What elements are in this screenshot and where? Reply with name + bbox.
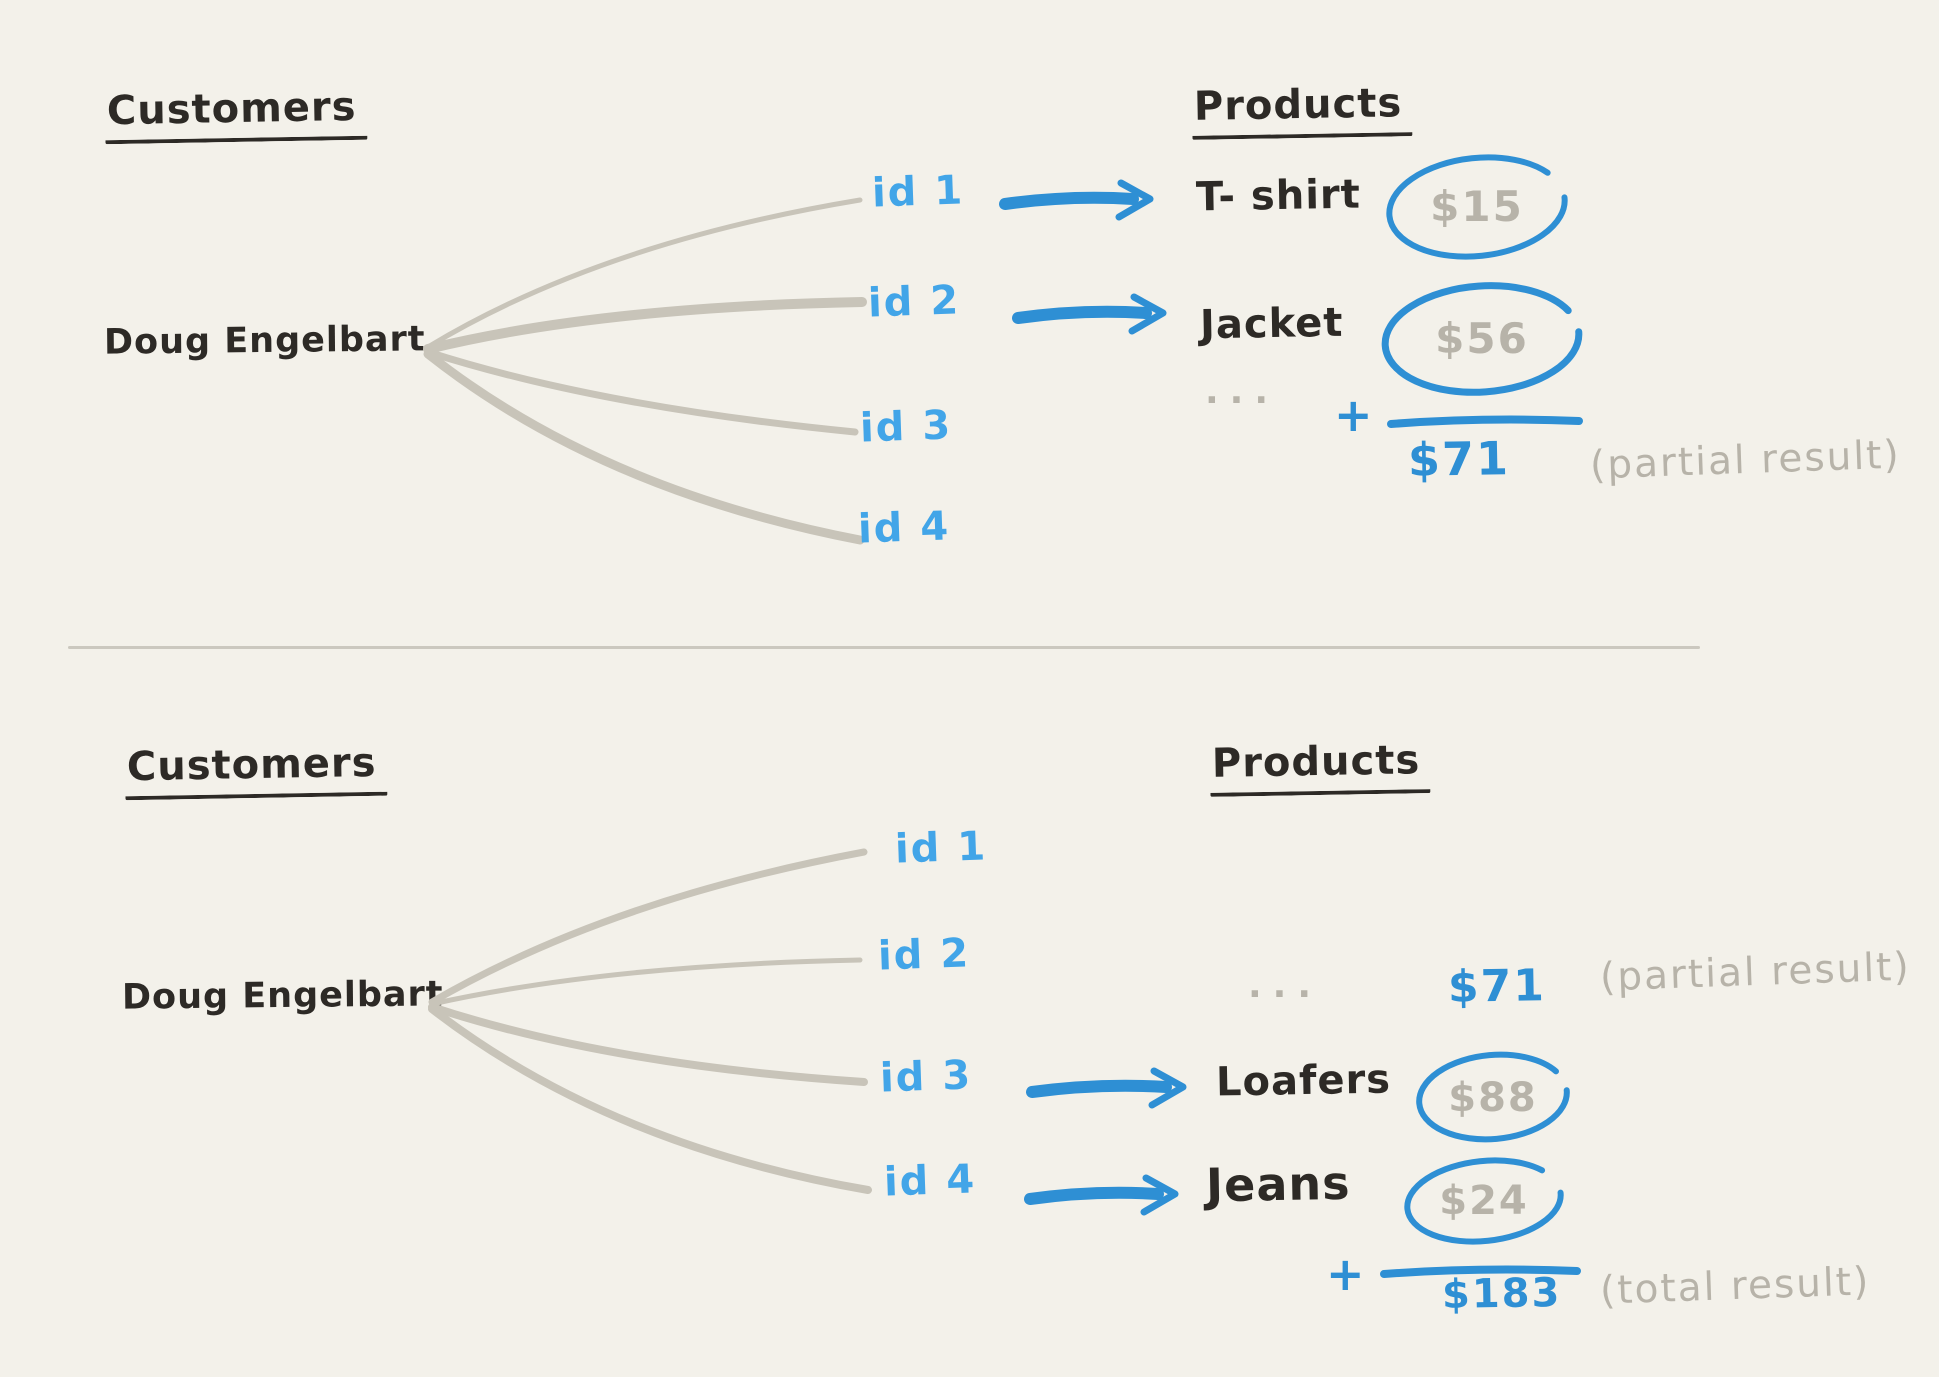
bottom-arrow-id4-icon	[1024, 1174, 1179, 1216]
bottom-product-jeans: Jeans	[1205, 1155, 1351, 1213]
top-products-heading: Products	[1191, 80, 1413, 140]
bottom-price-loafers: $88	[1448, 1074, 1538, 1121]
bottom-customer-name: Doug Engelbart	[121, 974, 444, 1018]
top-product-tshirt: T- shirt	[1195, 171, 1362, 221]
top-arrow-id1-icon	[999, 179, 1154, 221]
divider-line	[68, 646, 1700, 649]
top-sum-line-icon	[1387, 415, 1583, 428]
top-price-tshirt: $15	[1430, 181, 1524, 231]
bottom-ellipsis-dots: ...	[1248, 965, 1323, 1006]
top-ellipsis-dots: ...	[1205, 371, 1280, 412]
bottom-plus-sign: +	[1326, 1247, 1365, 1301]
bottom-sum-line-icon	[1380, 1265, 1581, 1278]
top-product-jacket: Jacket	[1199, 299, 1344, 349]
top-price-circle-tshirt: $15	[1382, 152, 1572, 262]
top-partial-result-note: (partial result)	[1589, 432, 1902, 489]
bottom-customers-heading: Customers	[124, 740, 388, 801]
top-fan-lines-icon	[423, 197, 867, 545]
bottom-id1-label: id 1	[894, 823, 988, 873]
top-id1-label: id 1	[871, 167, 965, 217]
top-customers-heading: Customers	[104, 84, 368, 145]
top-id4-label: id 4	[857, 503, 951, 553]
bottom-total-sum: $183	[1441, 1269, 1562, 1319]
top-partial-sum: $71	[1407, 431, 1511, 487]
bottom-product-loafers: Loafers	[1215, 1056, 1392, 1106]
bottom-arrow-id3-icon	[1026, 1067, 1187, 1109]
bottom-partial-result-note: (partial result)	[1599, 944, 1912, 1001]
top-id3-label: id 3	[859, 402, 953, 452]
top-id2-label: id 2	[867, 277, 961, 327]
top-plus-sign: +	[1334, 388, 1373, 442]
top-price-circle-jacket: $56	[1378, 282, 1586, 396]
top-price-jacket: $56	[1435, 313, 1529, 363]
bottom-id3-label: id 3	[879, 1052, 973, 1102]
bottom-total-result-note: (total result)	[1599, 1259, 1872, 1314]
bottom-products-heading: Products	[1209, 737, 1431, 797]
bottom-price-jeans: $24	[1439, 1178, 1529, 1224]
bottom-carry-sum: $71	[1447, 960, 1547, 1013]
bottom-id2-label: id 2	[877, 930, 971, 980]
bottom-id4-label: id 4	[883, 1156, 977, 1206]
bottom-price-circle-jeans: $24	[1400, 1156, 1568, 1246]
bottom-price-circle-loafers: $88	[1412, 1050, 1574, 1145]
top-arrow-id2-icon	[1012, 293, 1167, 335]
top-customer-name: Doug Engelbart	[103, 319, 426, 363]
bottom-fan-lines-icon	[428, 848, 872, 1194]
